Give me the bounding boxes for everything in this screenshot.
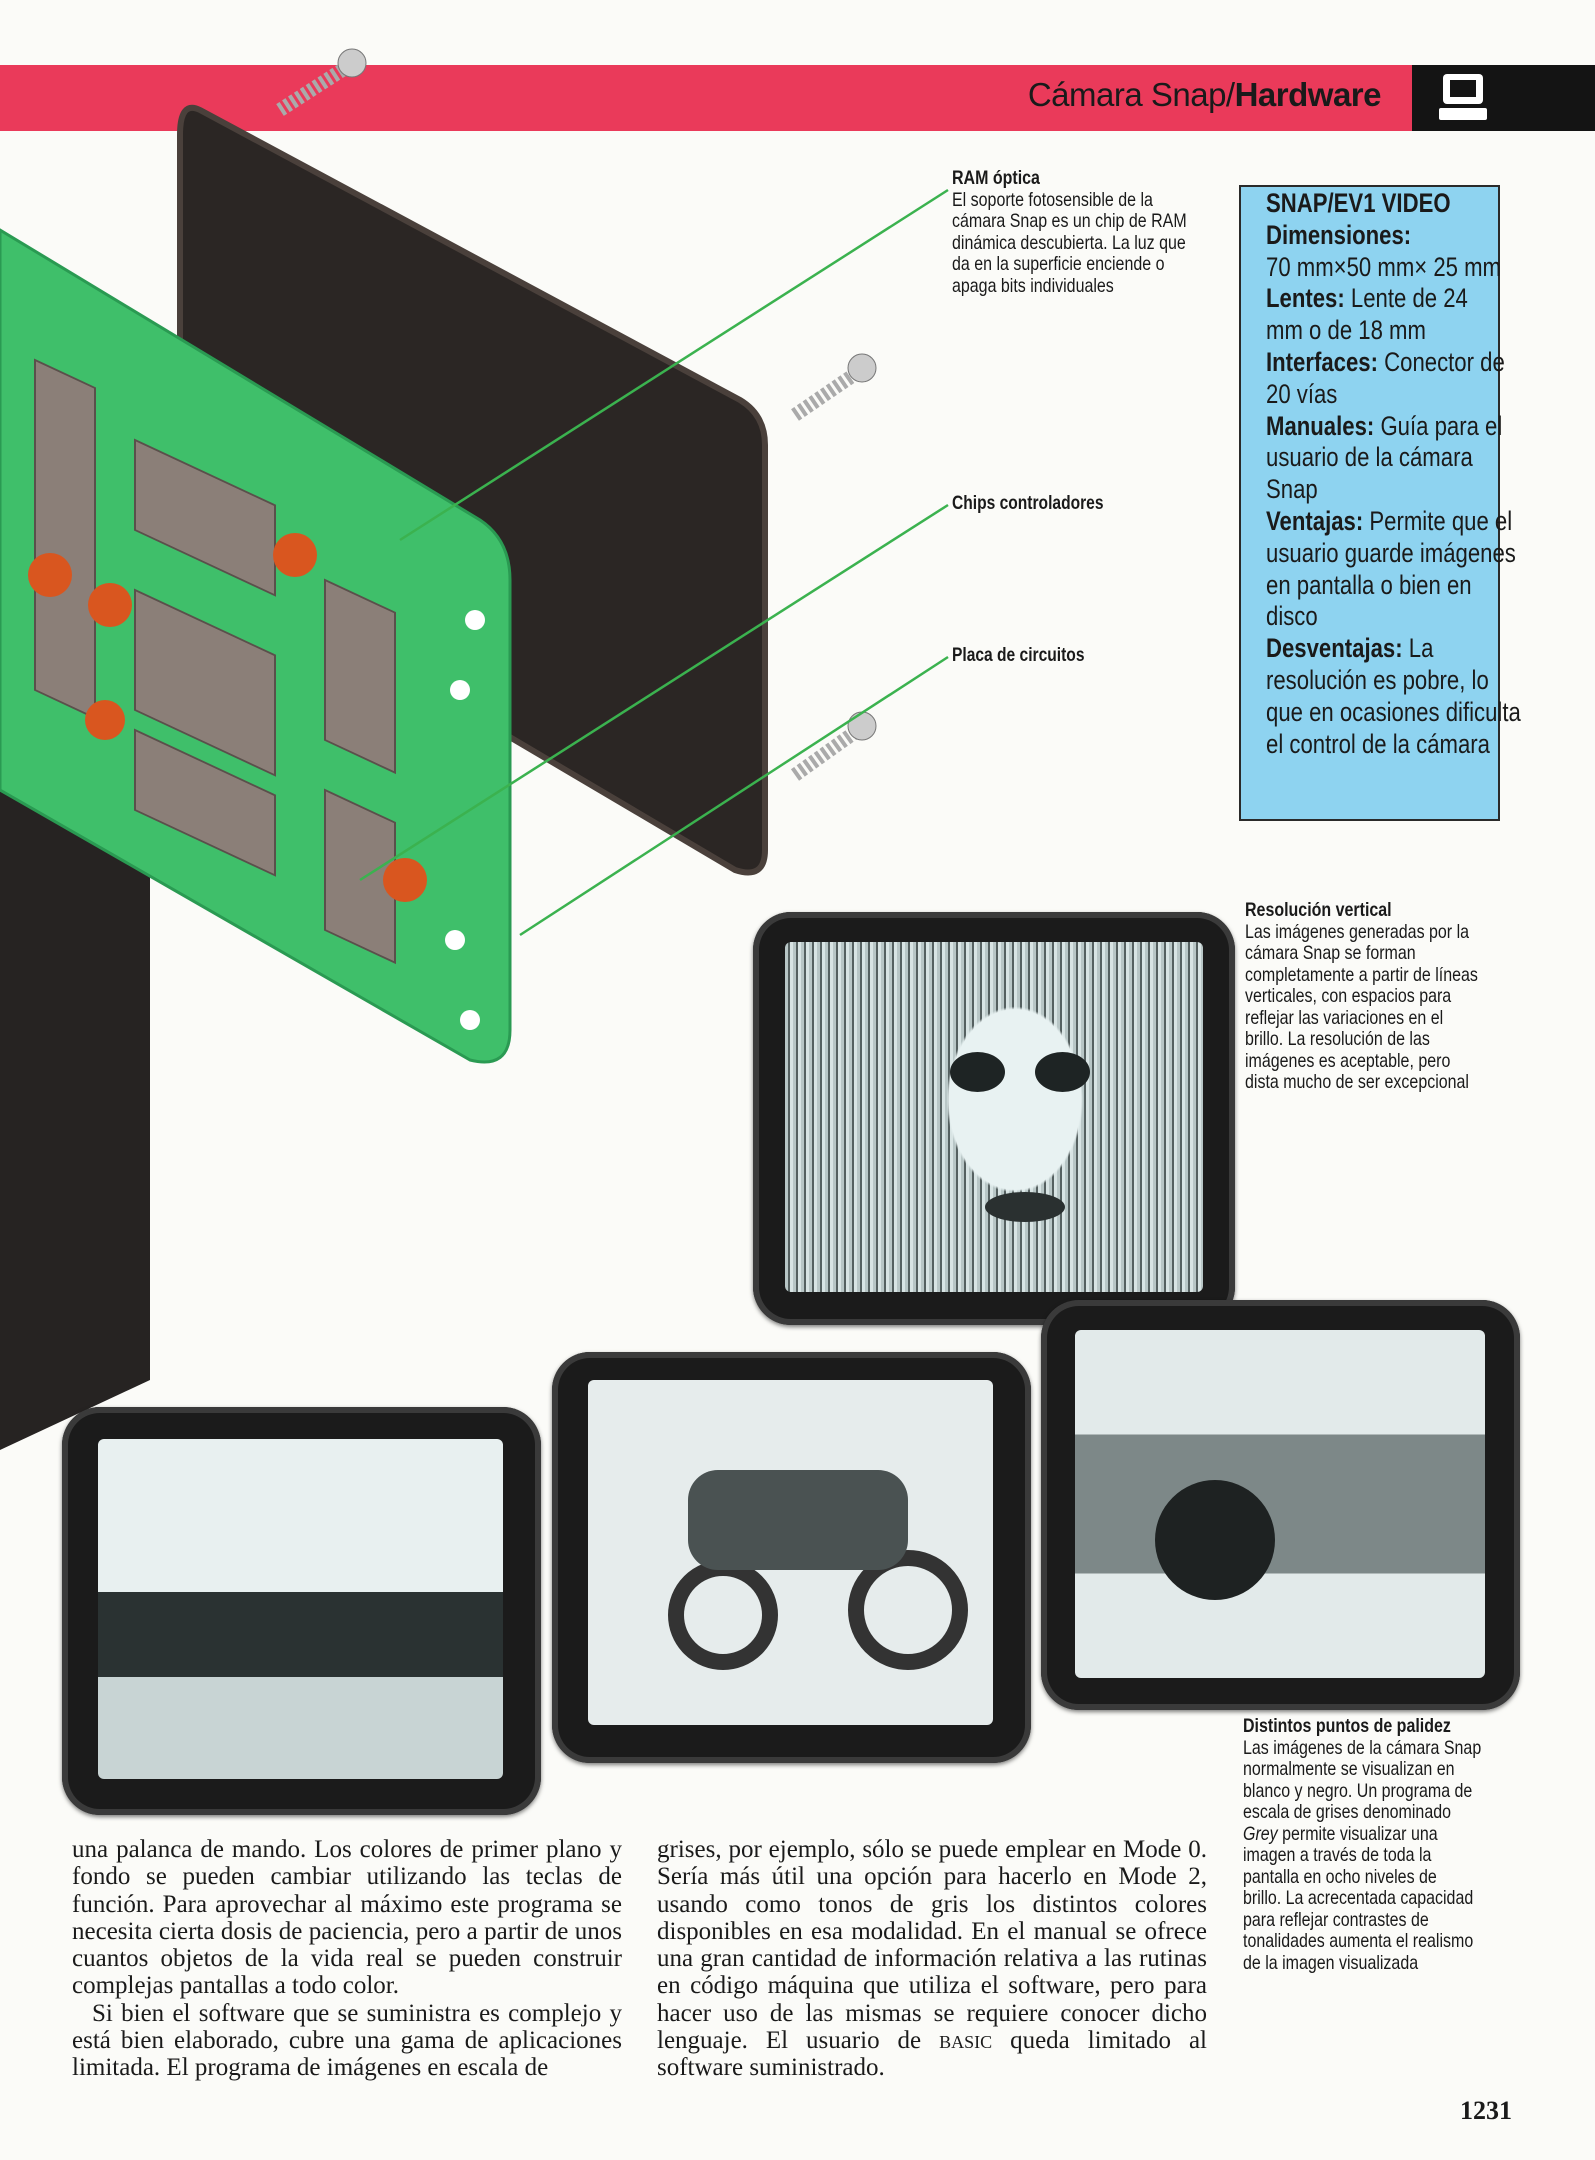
spec-label: Desventajas:: [1266, 633, 1403, 664]
spec-value: 70 mm×50 mm× 25 mm: [1266, 251, 1502, 282]
screen-motorcycle-image: [588, 1380, 993, 1725]
spec-value: Permite que el usuario guarde imágenes e…: [1266, 505, 1516, 632]
spec-item: Manuales: Guía para el usuario de la cám…: [1266, 411, 1520, 506]
monitor-face: [753, 912, 1235, 1325]
caption-vertical-text: Las imágenes generadas por la cámara Sna…: [1245, 920, 1478, 1093]
spec-label: Manuales:: [1266, 410, 1375, 441]
camera-exploded-illustration: [0, 48, 949, 1450]
header-section: Cámara Snap/: [1027, 76, 1235, 113]
header-icon-block: [1412, 65, 1595, 131]
monitor-motorcycle: [552, 1352, 1031, 1763]
caption-palidez-emphasis: Grey: [1243, 1822, 1278, 1845]
callout-chips: Chips controladores: [952, 493, 1104, 514]
screw-low: [790, 711, 877, 781]
chips: [34, 358, 396, 965]
caption-vertical-title: Resolución vertical: [1245, 899, 1392, 921]
screen-face-image: [785, 942, 1203, 1292]
body-column-1: una palanca de mando. Los colores de pri…: [72, 1836, 622, 2082]
caption-palidez-title: Distintos puntos de palidez: [1243, 1715, 1451, 1737]
spec-label: Dimensiones:: [1266, 219, 1412, 250]
body-column-2: grises, por ejemplo, sólo se puede emple…: [657, 1836, 1207, 2082]
spec-label: Interfaces:: [1266, 346, 1378, 377]
spec-value: La resolución es pobre, lo que en ocasio…: [1266, 633, 1521, 759]
caption-palidez-text: Las imágenes de la cámara Snap normalmen…: [1243, 1736, 1482, 1823]
spec-item: Interfaces: Conector de 20 vías: [1266, 347, 1520, 411]
spec-label: Ventajas:: [1266, 505, 1364, 536]
spec-item: Ventajas: Permite que el usuario guarde …: [1266, 506, 1528, 633]
spec-value: Lente de 24 mm o de 18 mm: [1266, 283, 1468, 346]
caption-palidez-text-end: permite visualizar una imagen a través d…: [1243, 1822, 1474, 1974]
callout-ram-title: RAM óptica: [952, 167, 1040, 189]
spec-box: [1239, 185, 1500, 821]
monitor-camera: [1041, 1300, 1520, 1710]
spec-content: SNAP/EV1 VIDEO Dimensiones:70 mm×50 mm× …: [1266, 188, 1528, 760]
body-text: grises, por ejemplo, sólo se puede emple…: [657, 1836, 1207, 2055]
monitor-keyboard: [62, 1407, 541, 1815]
computer-icon: [1439, 74, 1487, 120]
body-text-end: queda limitado al software suministrado.: [657, 2027, 1208, 2082]
screw-mid: [791, 353, 877, 421]
spec-label: Lentes:: [1266, 283, 1345, 314]
capacitors: [28, 533, 427, 902]
screen-keyboard-image: [98, 1439, 503, 1779]
screw-top: [276, 48, 367, 116]
board-holes: [445, 610, 485, 1030]
camera-body: [0, 740, 150, 1450]
spec-item: Dimensiones:70 mm×50 mm× 25 mm: [1266, 220, 1512, 284]
spec-item: Desventajas: La resolución es pobre, lo …: [1266, 633, 1528, 760]
callout-lines: [359, 188, 949, 937]
spec-value: Conector de 20 vías: [1266, 346, 1505, 409]
callout-placa: Placa de circuitos: [952, 645, 1085, 666]
spec-item: Lentes: Lente de 24 mm o de 18 mm: [1266, 283, 1479, 347]
spec-title: SNAP/EV1 VIDEO: [1266, 188, 1451, 218]
header-band: [0, 65, 1412, 131]
body-paragraph: una palanca de mando. Los colores de pri…: [72, 1836, 622, 2000]
header-category: Hardware: [1234, 76, 1382, 113]
body-paragraph: Si bien el software que se suministra es…: [72, 1999, 622, 2082]
page-header-title: Cámara Snap/Hardware: [1027, 76, 1382, 114]
page-number: 1231: [1460, 2096, 1512, 2125]
screen-camera-image: [1075, 1330, 1485, 1678]
callout-ram-text: El soporte fotosensible de la cámara Sna…: [952, 188, 1187, 297]
body-paragraph: grises, por ejemplo, sólo se puede emple…: [657, 1836, 1207, 2082]
spec-value: Guía para el usuario de la cámara Snap: [1266, 410, 1503, 505]
body-smallcaps: basic: [939, 2027, 993, 2055]
